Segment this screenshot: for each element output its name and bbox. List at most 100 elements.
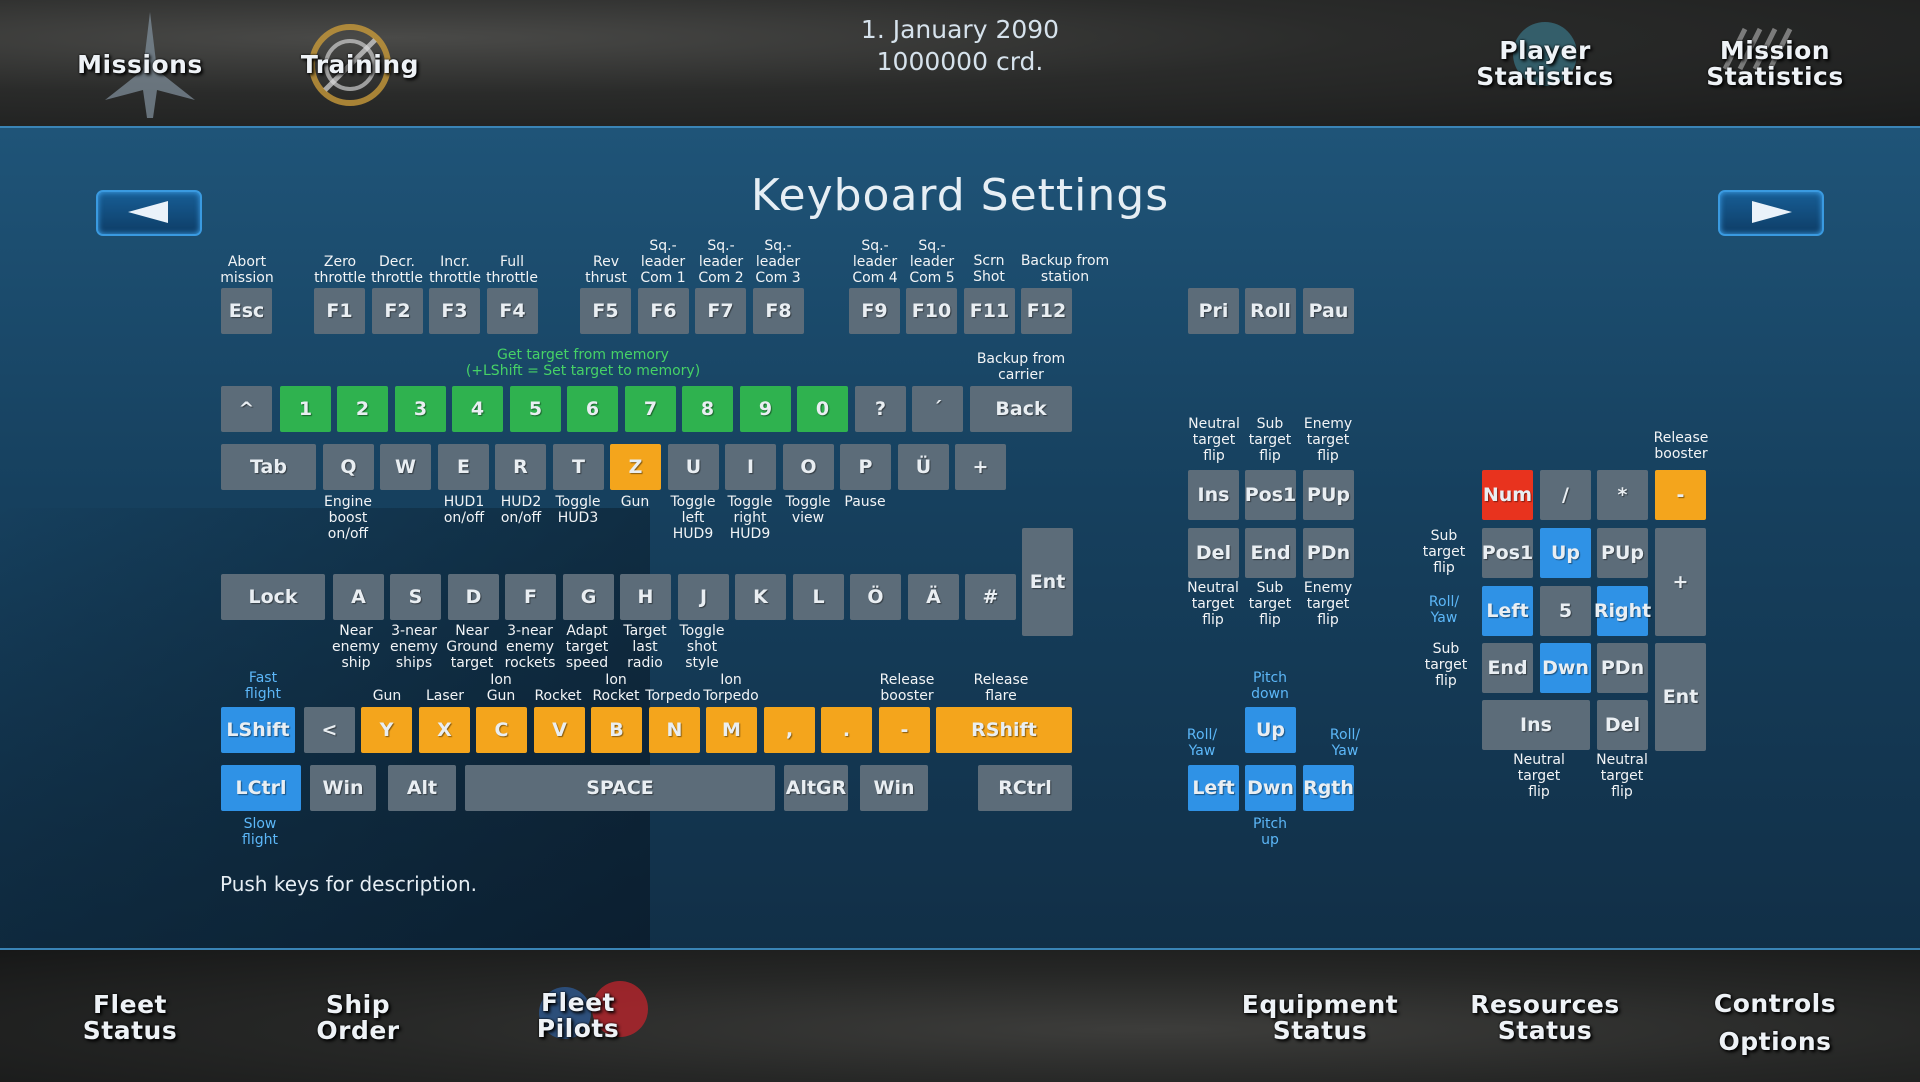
key-pau[interactable]: Pau [1303,288,1354,334]
key-lshift[interactable]: LShift [221,707,295,753]
key-u[interactable]: U [668,444,719,490]
key-rshift[interactable]: RShift [936,707,1072,753]
key-np-left[interactable]: Left [1482,586,1533,636]
next-page-button[interactable] [1718,190,1824,236]
key-n3[interactable]: 3 [395,386,446,432]
training-nav[interactable]: Training [300,50,420,79]
key-ae[interactable]: Ä [908,574,959,620]
key-rgth[interactable]: Rgth [1303,765,1354,811]
key-up[interactable]: Up [1245,707,1296,753]
key-lctrl[interactable]: LCtrl [221,765,301,811]
key-m[interactable]: M [706,707,757,753]
key-ue[interactable]: Ü [898,444,949,490]
key-ent[interactable]: Ent [1022,528,1073,636]
key-x[interactable]: X [419,707,470,753]
key-i[interactable]: I [725,444,776,490]
key-n8[interactable]: 8 [682,386,733,432]
key-np-5[interactable]: 5 [1540,586,1591,636]
key-f11[interactable]: F11 [964,288,1015,334]
key-l[interactable]: L [793,574,844,620]
key-v[interactable]: V [534,707,585,753]
key-np-pup[interactable]: PUp [1597,528,1648,578]
key-caret[interactable]: ^ [221,386,272,432]
key-f8[interactable]: F8 [753,288,804,334]
key-np-pdn[interactable]: PDn [1597,643,1648,693]
key-win2[interactable]: Win [860,765,928,811]
key-f4[interactable]: F4 [487,288,538,334]
key-n2[interactable]: 2 [337,386,388,432]
key-n7[interactable]: 7 [625,386,676,432]
key-s[interactable]: S [390,574,441,620]
key-rctrl[interactable]: RCtrl [978,765,1072,811]
key-n6[interactable]: 6 [567,386,618,432]
key-left[interactable]: Left [1188,765,1239,811]
key-roll[interactable]: Roll [1245,288,1296,334]
key-f9[interactable]: F9 [849,288,900,334]
key-f10[interactable]: F10 [906,288,957,334]
key-f[interactable]: F [505,574,556,620]
key-j[interactable]: J [678,574,729,620]
key-dwn[interactable]: Dwn [1245,765,1296,811]
key-num[interactable]: Num [1482,470,1533,520]
key-n[interactable]: N [649,707,700,753]
key-np-minus[interactable]: - [1655,470,1706,520]
key-f5[interactable]: F5 [580,288,631,334]
key-f6[interactable]: F6 [638,288,689,334]
key-np-ent[interactable]: Ent [1655,643,1706,751]
mission-statistics-nav[interactable]: Mission Statistics [1706,36,1844,91]
fleet-pilots-nav[interactable]: Fleet Pilots [536,988,620,1043]
controls-options-nav[interactable]: Controls Options [1713,989,1837,1056]
fleet-status-nav[interactable]: Fleet Status [82,990,178,1045]
ship-order-nav[interactable]: Ship Order [316,990,400,1045]
resources-status-nav[interactable]: Resources Status [1470,990,1620,1045]
key-p[interactable]: P [840,444,891,490]
key-f7[interactable]: F7 [695,288,746,334]
key-e[interactable]: E [438,444,489,490]
key-back[interactable]: Back [970,386,1072,432]
key-f12[interactable]: F12 [1021,288,1072,334]
key-pos1[interactable]: Pos1 [1245,470,1296,520]
key-b[interactable]: B [591,707,642,753]
key-n1[interactable]: 1 [280,386,331,432]
previous-page-button[interactable] [96,190,202,236]
key-tab[interactable]: Tab [221,444,316,490]
key-esc[interactable]: Esc [221,288,272,334]
key-h[interactable]: H [620,574,671,620]
key-w[interactable]: W [380,444,431,490]
key-acute[interactable]: ´ [912,386,963,432]
key-n4[interactable]: 4 [452,386,503,432]
key-hash[interactable]: # [965,574,1016,620]
key-ins[interactable]: Ins [1188,470,1239,520]
key-win[interactable]: Win [310,765,376,811]
key-minus[interactable]: - [879,707,930,753]
key-np-plus[interactable]: + [1655,528,1706,636]
key-n0[interactable]: 0 [797,386,848,432]
player-statistics-nav[interactable]: Player Statistics [1476,36,1614,91]
key-end[interactable]: End [1245,528,1296,578]
equipment-status-nav[interactable]: Equipment Status [1241,990,1399,1045]
key-lt[interactable]: < [304,707,355,753]
key-f2[interactable]: F2 [372,288,423,334]
key-f1[interactable]: F1 [314,288,365,334]
key-k[interactable]: K [735,574,786,620]
key-space[interactable]: SPACE [465,765,775,811]
key-lock[interactable]: Lock [221,574,325,620]
key-star[interactable]: * [1597,470,1648,520]
key-np-right[interactable]: Right [1594,586,1651,636]
key-alt[interactable]: Alt [388,765,456,811]
key-n9[interactable]: 9 [740,386,791,432]
key-y[interactable]: Y [361,707,412,753]
key-del[interactable]: Del [1188,528,1239,578]
key-q[interactable]: Q [323,444,374,490]
key-np-dwn[interactable]: Dwn [1540,643,1591,693]
key-n5[interactable]: 5 [510,386,561,432]
key-c[interactable]: C [476,707,527,753]
key-np-del[interactable]: Del [1597,700,1648,750]
key-pup[interactable]: PUp [1303,470,1354,520]
key-slash[interactable]: / [1540,470,1591,520]
key-d[interactable]: D [448,574,499,620]
key-z[interactable]: Z [610,444,661,490]
key-pdn[interactable]: PDn [1303,528,1354,578]
key-t[interactable]: T [553,444,604,490]
key-pri[interactable]: Pri [1188,288,1239,334]
